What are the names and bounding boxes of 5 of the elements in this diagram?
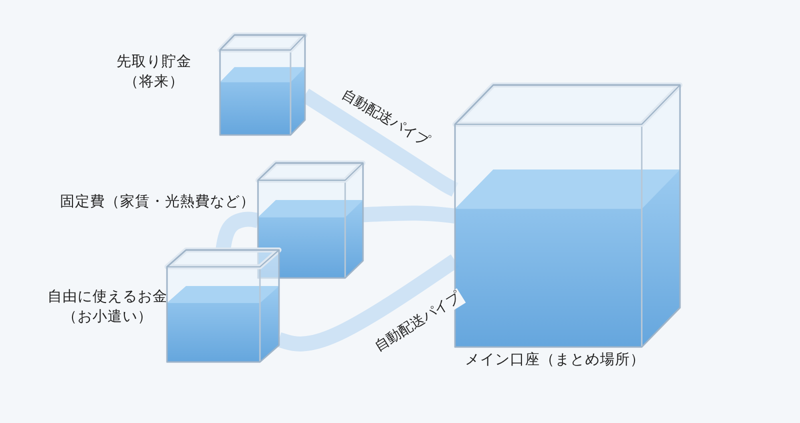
- pipe: [362, 206, 457, 224]
- tank-label: 自由に使えるお金（お小遣い）: [46, 288, 168, 327]
- tank-label: 固定費（家賃・光熱費など）: [59, 193, 255, 212]
- tank-label: 先取り貯金（将来）: [116, 53, 192, 92]
- tank-label: メイン口座（まとめ場所）: [465, 351, 646, 370]
